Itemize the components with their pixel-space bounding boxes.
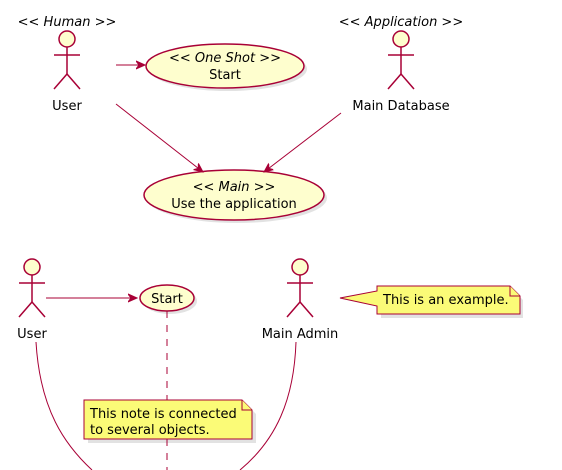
actor-user-top[interactable]: << Human >> User	[18, 15, 117, 114]
actor-main-admin[interactable]: Main Admin	[262, 258, 339, 342]
actor-user-top-label: User	[52, 99, 82, 114]
link-main-database-to-use-app	[264, 112, 342, 172]
note-example[interactable]: This is an example.	[339, 285, 523, 318]
note-connected[interactable]: This note is connected to several object…	[83, 399, 256, 443]
note-connected-line-1: This note is connected	[89, 407, 237, 422]
usecase-use-app-label: Use the application	[171, 197, 297, 212]
actor-main-admin-figure	[286, 258, 314, 318]
actor-main-database-stereotype: << Application >>	[339, 15, 463, 30]
note-example-text: This is an example.	[382, 293, 509, 308]
link-user-bottom-to-note	[35, 341, 93, 470]
usecase-start-top-label: Start	[209, 68, 241, 83]
usecase-start-top[interactable]: << One Shot >> Start	[145, 43, 307, 91]
actor-user-bottom-label: User	[17, 327, 47, 342]
actor-user-top-stereotype: << Human >>	[18, 15, 117, 30]
note-connected-fold	[241, 400, 252, 411]
usecase-use-app-stereotype: << Main >>	[193, 180, 276, 195]
actor-user-bottom[interactable]: User	[17, 258, 47, 342]
usecase-start-top-stereotype: << One Shot >>	[169, 51, 281, 66]
actor-user-bottom-figure	[18, 258, 46, 318]
usecase-start-bottom-label: Start	[151, 292, 183, 307]
link-main-admin-to-note	[239, 341, 297, 470]
actor-user-top-figure	[53, 30, 81, 90]
note-example-fold	[509, 286, 520, 297]
usecase-use-the-application[interactable]: << Main >> Use the application	[143, 169, 327, 223]
actor-main-database[interactable]: << Application >> Main Database	[339, 15, 463, 114]
usecase-start-bottom[interactable]: Start	[139, 284, 197, 314]
note-connected-line-2: to several objects.	[90, 423, 210, 438]
note-connected-body	[83, 399, 253, 440]
actor-main-database-label: Main Database	[352, 99, 449, 114]
actor-main-database-figure	[387, 30, 415, 90]
actor-main-admin-label: Main Admin	[262, 327, 339, 342]
link-user-to-use-app	[115, 103, 203, 172]
